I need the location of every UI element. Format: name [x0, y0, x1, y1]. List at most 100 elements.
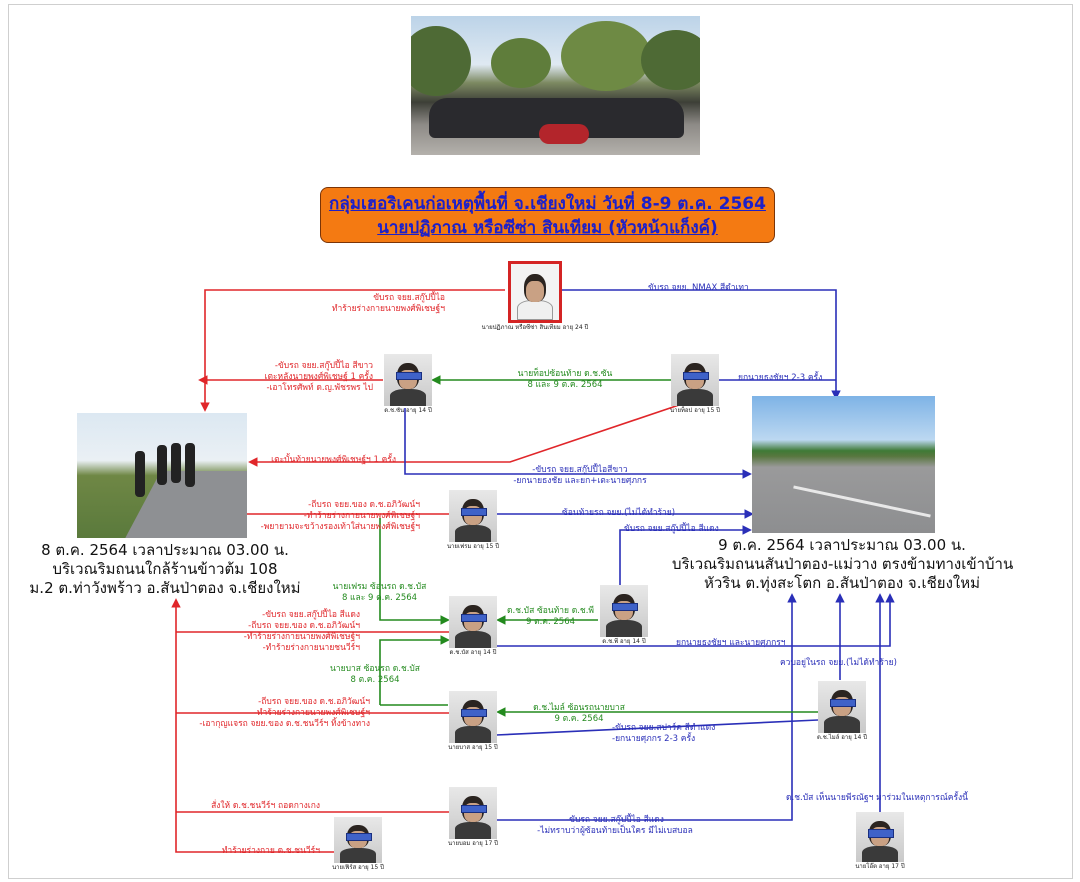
scene-left-line-1: 8 ต.ค. 2564 เวลาประมาณ 03.00 น.	[41, 541, 289, 559]
person-caption: นายเฟิร์ส อายุ 15 ปี	[332, 864, 384, 871]
label-blue-p7: ควบอยู่ในรถ จยย.(ไม่ได้ทำร้าย)	[780, 658, 897, 669]
label-line: ด.ช.ไมล์ ซ้อนรถนายบาส	[533, 703, 625, 713]
label-line: -ทำร้ายร่างกายนายพงศ์พิเชษฐ์ฯ	[303, 511, 420, 521]
label-blue-p8: -ขับรถ จยย.สกู๊ปปี้ไอ สีแดง-ไม่ทราบว่าผู…	[520, 815, 710, 837]
label-line: สั่งให้ ด.ช.ชนวีร์ฯ ถอดกางเกง	[211, 801, 320, 811]
label-red-p9: ทำร้ายร่างกาย ด.ช.ชนวีร์ฯ	[222, 846, 320, 857]
label-line: ด.ช.บัส ซ้อนท้าย ด.ช.พี	[506, 606, 595, 616]
title-box: กลุ่มเฮอริเคนก่อเหตุพื้นที่ จ.เชียงใหม่ …	[320, 187, 775, 243]
label-line: ซ้อนท้ายรถ จยย.(ไม่ได้ทำร้าย)	[562, 508, 676, 518]
group-photo	[411, 16, 700, 155]
person-p5: ด.ช.พี อายุ 14 ปี	[594, 585, 654, 646]
label-line: -ขับรถ จยย.สกู๊ปปี้ไอ สีแดง	[566, 815, 664, 825]
label-line: -ยกนายศุภกร 2-3 ครั้ง	[612, 734, 696, 744]
label-line: -พยายามจะขว้างรองเท้าใส่นายพงศ์พิเชษฐ์ฯ	[260, 522, 420, 532]
label-line: -ขับรถ จยย.สกู๊ปปี้ไอ สีแดง	[262, 610, 360, 620]
label-line: -ถีบรถ จยย.ของ ด.ช.อภิวัฒน์ฯ	[308, 500, 420, 510]
person-caption: นายบอม อายุ 17 ปี	[447, 840, 498, 847]
label-line: 9 ต.ค. 2564	[525, 617, 576, 627]
label-red-p1: -ขับรถ จยย.สกู๊ปปี้ไอ สีขาวเตะหลังนายพงศ…	[265, 361, 373, 394]
green-line-p3	[379, 518, 450, 625]
red-line-leader	[200, 289, 505, 412]
label-blue-leader: ขับรถ จยย. NMAX สีดำเทา	[648, 283, 749, 294]
red-line-p9	[171, 598, 334, 853]
person-caption: นายท็อป อายุ 15 ปี	[669, 407, 720, 414]
label-line: -ขับรถ จยย.สกู๊ปปี้ไอ สีขาว	[274, 361, 373, 371]
label-line: -ทำร้ายร่างกายนายพงศ์พิเชษฐ์ฯ	[243, 632, 360, 642]
label-blue-p10: ด.ช.บัส เห็นนายพีรณัฐฯ มาร่วมในเหตุการณ์…	[786, 793, 968, 804]
face-blur	[460, 708, 488, 718]
blue-line-p6	[495, 719, 819, 736]
face-blur	[395, 371, 423, 381]
person-caption: ด.ช.พี อายุ 14 ปี	[602, 638, 646, 645]
scene-right-line-2: บริเวณริมถนนสันป่าตอง-แม่วาง ตรงข้ามทางเ…	[672, 555, 1014, 573]
label-line: นายบาส ซ้อนรถ ด.ช.บัส	[330, 664, 420, 674]
person-p8: นายบอม อายุ 17 ปี	[443, 787, 503, 848]
title-line-1: กลุ่มเฮอริเคนก่อเหตุพื้นที่ จ.เชียงใหม่ …	[329, 194, 766, 214]
label-line: -ขับรถ จยย.สกู๊ปปี้ไอสีขาว	[532, 465, 628, 475]
face-blur	[867, 829, 895, 838]
label-line: นายเฟรม ซ้อนรถ ด.ช.บัส	[332, 582, 427, 592]
person-p6: นายบาส อายุ 15 ปี	[443, 691, 503, 752]
label-red-p6: -ถีบรถ จยย.ของ ด.ช.อภิวัฒน์ฯ-ทำร้ายร่างก…	[199, 697, 370, 730]
face-blur	[611, 602, 639, 612]
person-p7: ด.ช.ไมล์ อายุ 14 ปี	[812, 681, 872, 742]
label-blue-p3: ซ้อนท้ายรถ จยย.(ไม่ได้ทำร้าย)	[562, 508, 675, 519]
label-line: -ถีบรถ จยย.ของ ด.ช.อภิวัฒน์ฯ	[258, 697, 370, 707]
label-line: -ทำร้ายร่างกายนายพงศ์พิเชษฐ์ฯ	[253, 708, 370, 718]
label-line: ด.ช.บัส เห็นนายพีรณัฐฯ มาร่วมในเหตุการณ์…	[786, 793, 968, 803]
person-p10: นายโอ๊ต อายุ 17 ปี	[850, 812, 910, 871]
blue-line-p4	[496, 593, 895, 647]
blue-line-p8	[496, 593, 797, 821]
label-line: ยกนายธงชัยฯ และนายศุภกรฯ	[676, 638, 786, 648]
label-line: ทำร้ายร่างกายนายพงศ์พิเชษฐ์ฯ	[331, 304, 445, 314]
leader-photo	[508, 261, 562, 323]
label-green-p5: ด.ช.บัส ซ้อนท้าย ด.ช.พี9 ต.ค. 2564	[503, 606, 598, 628]
scene-photo-left	[77, 413, 247, 538]
scene-right-line-1: 9 ต.ค. 2564 เวลาประมาณ 03.00 น.	[718, 536, 966, 554]
person-caption: นายปฏิภาณ หรือซีซ่า สินเทียม อายุ 24 ปี	[481, 324, 589, 331]
label-line: -เอาโทรศัพท์ ด.ญ.พัชรพร ไป	[266, 383, 373, 393]
label-blue-p1: -ขับรถ จยย.สกู๊ปปี้ไอสีขาว-ยกนายธงชัย แล…	[500, 465, 660, 487]
person-p9: นายเฟิร์ส อายุ 15 ปี	[328, 817, 388, 872]
red-line-p2	[248, 403, 683, 467]
label-line: 9 ต.ค. 2564	[554, 714, 604, 724]
label-blue-p2: ยกนายธงชัยฯ 2-3 ครั้ง	[738, 373, 822, 384]
label-line: ทำร้ายร่างกาย ด.ช.ชนวีร์ฯ	[221, 846, 320, 856]
title-line-2: นายปฏิภาณ หรือซีซ่า สินเทียม (หัวหน้าแก็…	[377, 218, 718, 238]
label-line: ขับรถ จยย.สกู๊ปปี้ไอ	[373, 293, 445, 303]
person-p1: ด.ช.ซัน อายุ 14 ปี	[378, 354, 438, 415]
scene-right-caption: 9 ต.ค. 2564 เวลาประมาณ 03.00 น. บริเวณริ…	[672, 536, 1014, 593]
label-line: 8 และ 9 ต.ค. 2564	[527, 380, 603, 390]
person-leader: นายปฏิภาณ หรือซีซ่า สินเทียม อายุ 24 ปี	[480, 261, 590, 332]
person-caption: นายบาส อายุ 15 ปี	[448, 744, 498, 751]
label-red-p2: เตะบั้นท้ายนายพงศ์พิเชษฐ์ฯ 1 ครั้ง	[271, 455, 396, 466]
label-line: เตะบั้นท้ายนายพงศ์พิเชษฐ์ฯ 1 ครั้ง	[271, 455, 396, 465]
scene-left-caption: 8 ต.ค. 2564 เวลาประมาณ 03.00 น. บริเวณริ…	[20, 541, 310, 598]
person-caption: นายเฟรม อายุ 15 ปี	[446, 543, 500, 550]
face-blur	[682, 371, 710, 381]
label-line: 8 และ 9 ต.ค. 2564	[341, 593, 418, 603]
blue-line-p1	[404, 408, 752, 479]
label-line: -ถีบรถ จยย.ของ ด.ช.อภิวัฒน์ฯ	[248, 621, 360, 631]
label-line: -ทำร้ายร่างกายนายชนวีร์ฯ	[262, 643, 360, 653]
face-blur	[829, 698, 857, 708]
label-line: 8 ต.ค. 2564	[350, 675, 400, 685]
person-caption: นายโอ๊ต อายุ 17 ปี	[855, 863, 905, 870]
face-blur	[345, 832, 373, 841]
label-red-leader: ขับรถ จยย.สกู๊ปปี้ไอทำร้ายร่างกายนายพงศ์…	[332, 293, 445, 315]
label-blue-p6: -ขับรถ จยย.สปาร์ค สีดำแดง-ยกนายศุภกร 2-3…	[612, 723, 715, 745]
blue-line-p5	[619, 525, 752, 585]
face-blur	[460, 804, 488, 814]
label-line: ขับรถ จยย.สกู๊ปปี้ไอ สีแดง	[624, 524, 719, 534]
person-p3: นายเฟรม อายุ 15 ปี	[443, 490, 503, 551]
label-line: ยกนายธงชัยฯ 2-3 ครั้ง	[738, 373, 823, 383]
label-line: เตะหลังนายพงศ์พิเชษฐ์ 1 ครั้ง	[264, 372, 373, 382]
person-caption: ด.ช.ไมล์ อายุ 14 ปี	[816, 734, 868, 741]
person-caption: ด.ช.บัส อายุ 14 ปี	[449, 649, 497, 656]
label-line: -ขับรถ จยย.สปาร์ค สีดำแดง	[612, 723, 716, 733]
face-blur	[460, 507, 488, 517]
